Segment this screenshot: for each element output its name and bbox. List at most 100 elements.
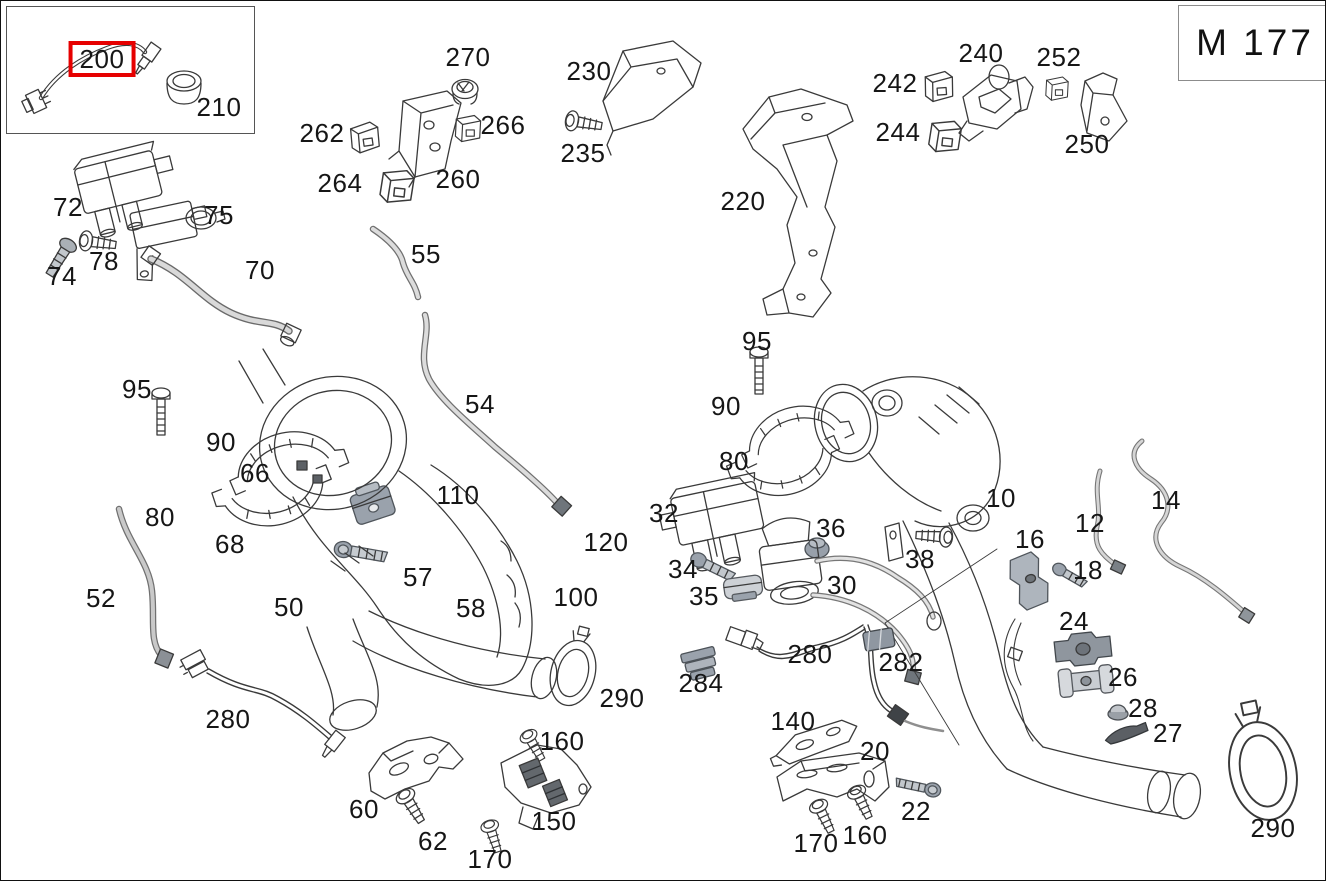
part-label-12[interactable]: 12: [1075, 508, 1105, 538]
part-label-200[interactable]: 200: [68, 41, 136, 77]
part-74-drawing: [45, 237, 77, 278]
part-282-drawing: [862, 627, 896, 652]
part-label-30[interactable]: 30: [827, 570, 857, 600]
part-label-150[interactable]: 150: [531, 806, 577, 836]
part-label-38[interactable]: 38: [905, 544, 935, 574]
part-label-280-left[interactable]: 280: [205, 704, 251, 734]
part-label-264[interactable]: 264: [317, 168, 363, 198]
part-label-68[interactable]: 68: [215, 529, 245, 559]
part-label-14[interactable]: 14: [1151, 485, 1181, 515]
part-label-284[interactable]: 284: [678, 668, 724, 698]
part-label-100[interactable]: 100: [553, 582, 599, 612]
part-label-250[interactable]: 250: [1064, 129, 1110, 159]
part-label-27[interactable]: 27: [1153, 718, 1183, 748]
inset-box-frame: [6, 6, 255, 134]
part-280-right-drawing: [725, 624, 945, 733]
part-label-140[interactable]: 140: [770, 706, 816, 736]
part-label-120[interactable]: 120: [583, 527, 629, 557]
part-30-drawing: [758, 517, 942, 686]
part-label-34[interactable]: 34: [668, 554, 698, 584]
part-54-drawing: [420, 311, 573, 517]
part-24-drawing: [1053, 631, 1113, 667]
part-label-90-right[interactable]: 90: [711, 391, 741, 421]
part-52-drawing: [115, 505, 175, 669]
part-label-90-left[interactable]: 90: [206, 427, 236, 457]
part-55-drawing: [369, 225, 422, 301]
part-label-160-right[interactable]: 160: [842, 820, 888, 850]
part-label-160-left[interactable]: 160: [539, 726, 585, 756]
part-label-74[interactable]: 74: [47, 261, 77, 291]
part-label-18[interactable]: 18: [1073, 555, 1103, 585]
part-label-220[interactable]: 220: [720, 186, 766, 216]
part-label-70[interactable]: 70: [245, 255, 275, 285]
part-label-24[interactable]: 24: [1059, 606, 1089, 636]
part-label-290-right[interactable]: 290: [1250, 813, 1296, 843]
part-label-50[interactable]: 50: [274, 592, 304, 622]
part-label-230[interactable]: 230: [566, 56, 612, 86]
part-label-52[interactable]: 52: [86, 583, 116, 613]
part-label-26[interactable]: 26: [1108, 662, 1138, 692]
part-label-95-right[interactable]: 95: [742, 326, 772, 356]
part-label-252[interactable]: 252: [1036, 42, 1082, 72]
part-label-75[interactable]: 75: [204, 200, 234, 230]
part-14-drawing: [1131, 438, 1256, 624]
part-label-22[interactable]: 22: [901, 796, 931, 826]
part-label-270[interactable]: 270: [445, 42, 491, 72]
part-label-210[interactable]: 210: [196, 92, 242, 122]
part-label-62[interactable]: 62: [418, 826, 448, 856]
part-label-20[interactable]: 20: [860, 736, 890, 766]
part-label-10[interactable]: 10: [986, 483, 1016, 513]
part-210-drawing: [166, 70, 202, 105]
part-label-170-left[interactable]: 170: [467, 844, 513, 874]
part-27-drawing: [1104, 721, 1149, 745]
part-label-80-right[interactable]: 80: [719, 446, 749, 476]
part-270-drawing: [451, 78, 479, 105]
part-label-78[interactable]: 78: [89, 246, 119, 276]
part-label-240[interactable]: 240: [958, 38, 1004, 68]
part-label-16[interactable]: 16: [1015, 524, 1045, 554]
part-label-55[interactable]: 55: [411, 239, 441, 269]
part-60-drawing: [368, 736, 464, 800]
part-240-drawing: [958, 64, 1034, 142]
part-label-28[interactable]: 28: [1128, 693, 1158, 723]
part-200-drawing: [21, 41, 162, 115]
part-16-drawing: [1009, 551, 1049, 611]
part-label-32[interactable]: 32: [649, 498, 679, 528]
part-label-260[interactable]: 260: [435, 164, 481, 194]
part-label-95-left[interactable]: 95: [122, 374, 152, 404]
part-26-drawing: [1057, 664, 1115, 698]
part-label-262[interactable]: 262: [299, 118, 345, 148]
part-label-280-right[interactable]: 280: [787, 639, 833, 669]
part-50-drawing: [238, 348, 558, 731]
part-12-drawing: [1093, 468, 1127, 575]
part-label-66[interactable]: 66: [240, 458, 270, 488]
part-label-266[interactable]: 266: [480, 110, 526, 140]
engine-code-badge: M 177: [1178, 5, 1325, 81]
part-label-235[interactable]: 235: [560, 138, 606, 168]
part-label-110[interactable]: 110: [436, 480, 480, 510]
part-label-36[interactable]: 36: [816, 513, 846, 543]
part-label-290-left[interactable]: 290: [599, 683, 645, 713]
part-230-drawing: [602, 40, 702, 156]
part-label-35[interactable]: 35: [689, 581, 719, 611]
part-label-242[interactable]: 242: [872, 68, 918, 98]
part-label-54[interactable]: 54: [465, 389, 495, 419]
part-66-drawing: [349, 481, 396, 525]
part-label-170-right[interactable]: 170: [793, 828, 839, 858]
part-72-bracket-drawing: [129, 200, 208, 282]
part-label-244[interactable]: 244: [875, 117, 921, 147]
part-label-57[interactable]: 57: [403, 562, 433, 592]
part-label-60[interactable]: 60: [349, 794, 379, 824]
part-label-282[interactable]: 282: [878, 647, 924, 677]
part-220-drawing: [742, 88, 854, 318]
part-140-drawing: [769, 719, 858, 767]
part-label-72[interactable]: 72: [53, 192, 83, 222]
part-72-drawing: [73, 140, 174, 238]
part-75-drawing: [185, 206, 226, 230]
part-label-80-left[interactable]: 80: [145, 502, 175, 532]
part-label-58[interactable]: 58: [456, 593, 486, 623]
part-284-drawing: [680, 646, 717, 681]
part-10-drawing: [813, 376, 1202, 820]
